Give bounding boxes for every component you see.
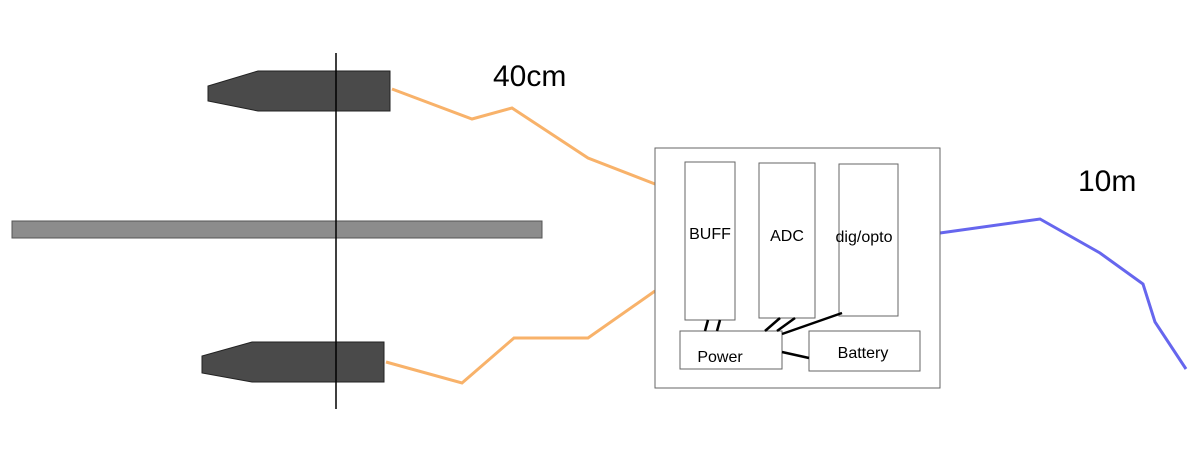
upper-probe xyxy=(207,70,391,112)
adc-module xyxy=(758,162,816,319)
battery-label: Battery xyxy=(838,345,889,362)
short-cable-length-label: 40cm xyxy=(493,60,566,93)
power-module xyxy=(679,330,783,370)
upper-short-cable xyxy=(391,87,656,186)
long-cable xyxy=(939,217,1188,370)
lower-probe xyxy=(201,341,385,383)
internal-connectors xyxy=(703,311,843,360)
power-label: Power xyxy=(697,349,743,366)
beam-bar xyxy=(11,220,543,239)
dig-opto-label: dig/opto xyxy=(836,229,893,246)
adc-label: ADC xyxy=(770,228,804,245)
battery-module xyxy=(808,330,921,372)
buff-label: BUFF xyxy=(689,226,731,243)
buff-module xyxy=(684,161,736,321)
lower-short-cable xyxy=(385,289,656,385)
dig-opto-module xyxy=(838,163,899,317)
long-cable-length-label: 10m xyxy=(1078,165,1136,198)
